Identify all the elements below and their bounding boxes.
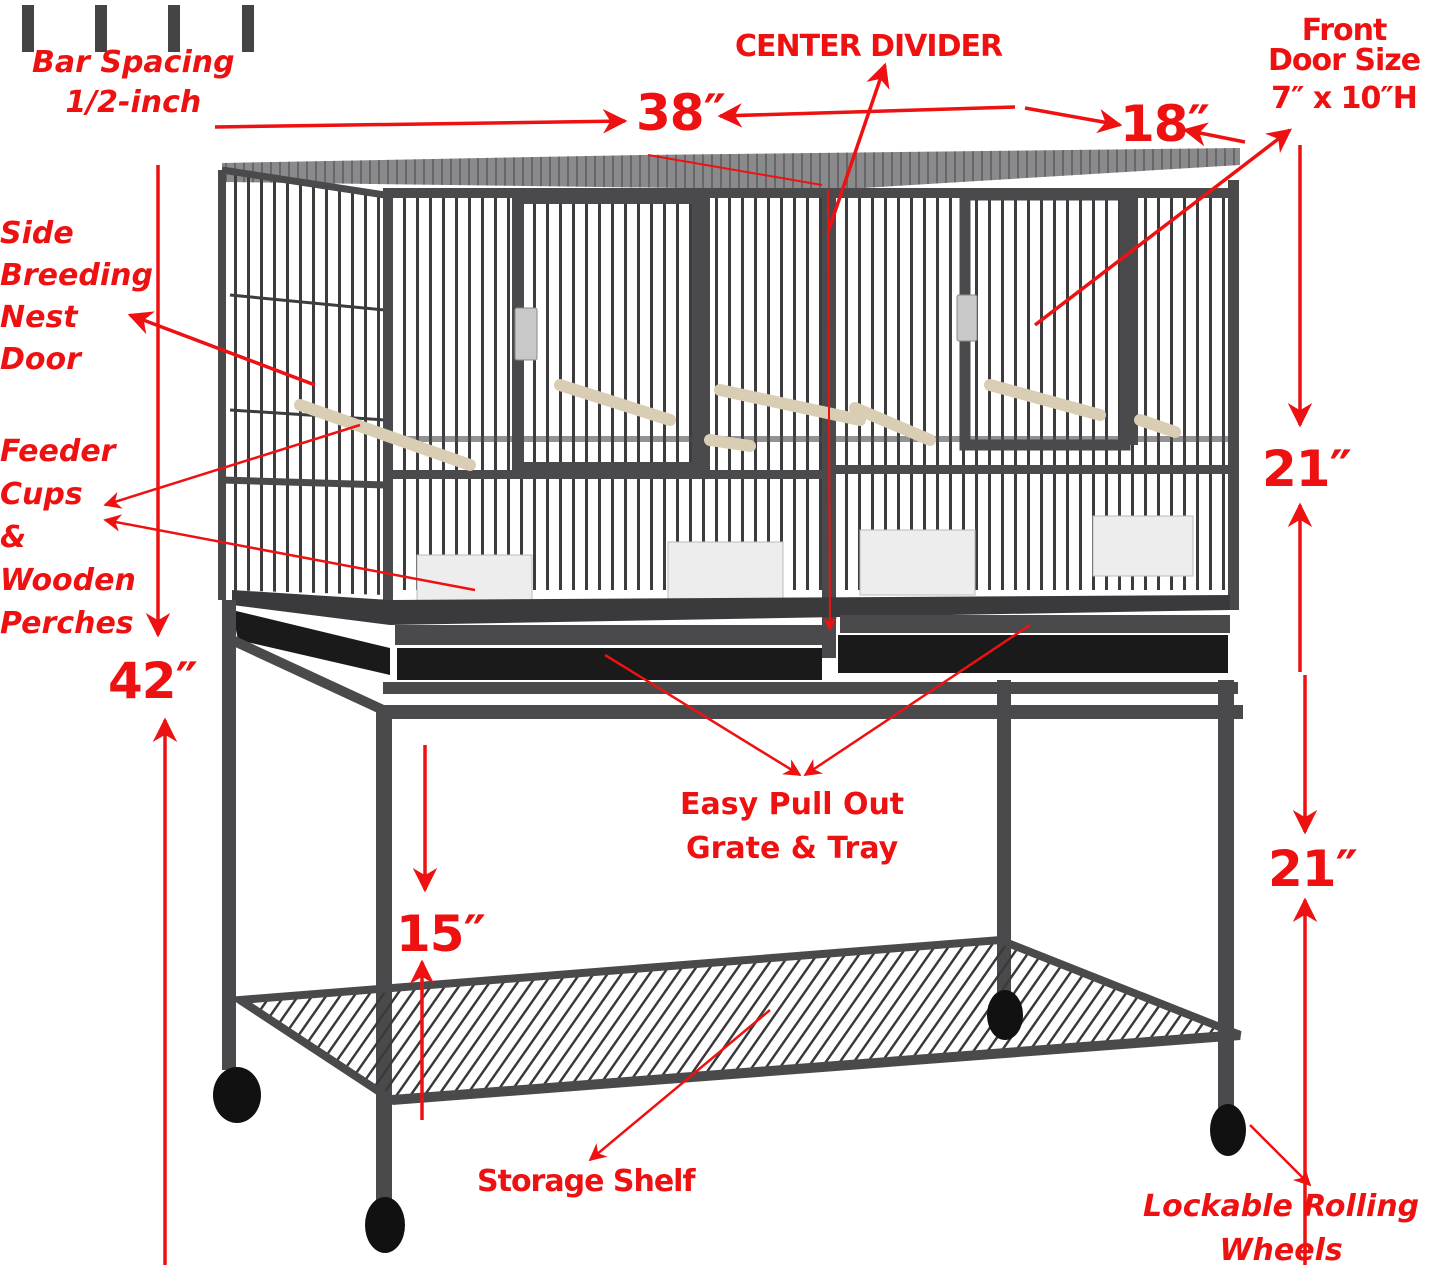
door-latch [514, 307, 538, 361]
side-nest-door-label: Side Breeding Nest Door [0, 213, 153, 381]
feeder-line2: Cups [0, 477, 83, 512]
front-door-line3: 7″ x 10″H [1271, 81, 1418, 116]
side-nest-line4: Door [0, 342, 81, 377]
stand [222, 600, 1242, 1220]
stand-leg [997, 680, 1011, 1010]
stand-leg [376, 710, 392, 1220]
front-door-line2: Door Size [1268, 43, 1421, 78]
side-nest-line2: Breeding [0, 258, 153, 293]
cage-height-dimension: 21″ [1262, 440, 1352, 498]
pull-out-label: Easy Pull Out Grate & Tray [680, 783, 904, 871]
bar-spacing-label: Bar Spacing 1/2-inch [32, 48, 235, 118]
cage-side-left [218, 166, 386, 600]
bar-spacing-sample [22, 5, 254, 52]
feeder-line1: Feeder [0, 434, 116, 469]
pull-out-line1: Easy Pull Out [680, 787, 905, 822]
depth-dimension: 18″ [1120, 95, 1210, 153]
feeder-line3: & [0, 520, 27, 555]
wooden-perches [294, 379, 1181, 471]
feeder-perches-label: Feeder Cups & Wooden Perches [0, 430, 136, 645]
wheels-label: Lockable Rolling Wheels [1143, 1185, 1419, 1273]
stand-leg [222, 600, 236, 1070]
feeder-line5: Perches [0, 606, 134, 641]
left-front-door [512, 192, 704, 474]
bar-spacing-line1: Bar Spacing [32, 45, 235, 80]
front-door-size-label: Front Door Size 7″ x 10″H [1268, 13, 1421, 116]
door-latch [956, 294, 978, 342]
wheels-line1: Lockable Rolling [1143, 1189, 1420, 1224]
stand-height-dimension: 21″ [1268, 840, 1358, 898]
front-door-line1: Front [1301, 13, 1388, 48]
wheels [213, 990, 1246, 1253]
right-tray [838, 635, 1228, 673]
shelf-clearance-dimension: 15″ [396, 905, 486, 963]
feeder-line4: Wooden [0, 563, 136, 598]
left-tray [397, 648, 822, 680]
bar-spacing-line2: 1/2-inch [65, 85, 202, 120]
storage-shelf-label: Storage Shelf [477, 1164, 696, 1199]
pull-out-line2: Grate & Tray [685, 831, 899, 866]
wheels-line2: Wheels [1219, 1233, 1343, 1268]
width-dimension: 38″ [636, 84, 726, 142]
annotation-arrows [103, 62, 1318, 1265]
side-nest-line1: Side [0, 216, 74, 251]
grate-and-tray [229, 590, 1243, 719]
stand-leg [1218, 680, 1234, 1135]
center-divider-label: CENTER DIVIDER [735, 29, 1003, 64]
side-nest-line3: Nest [0, 300, 78, 335]
total-height-dimension: 42″ [108, 652, 198, 710]
